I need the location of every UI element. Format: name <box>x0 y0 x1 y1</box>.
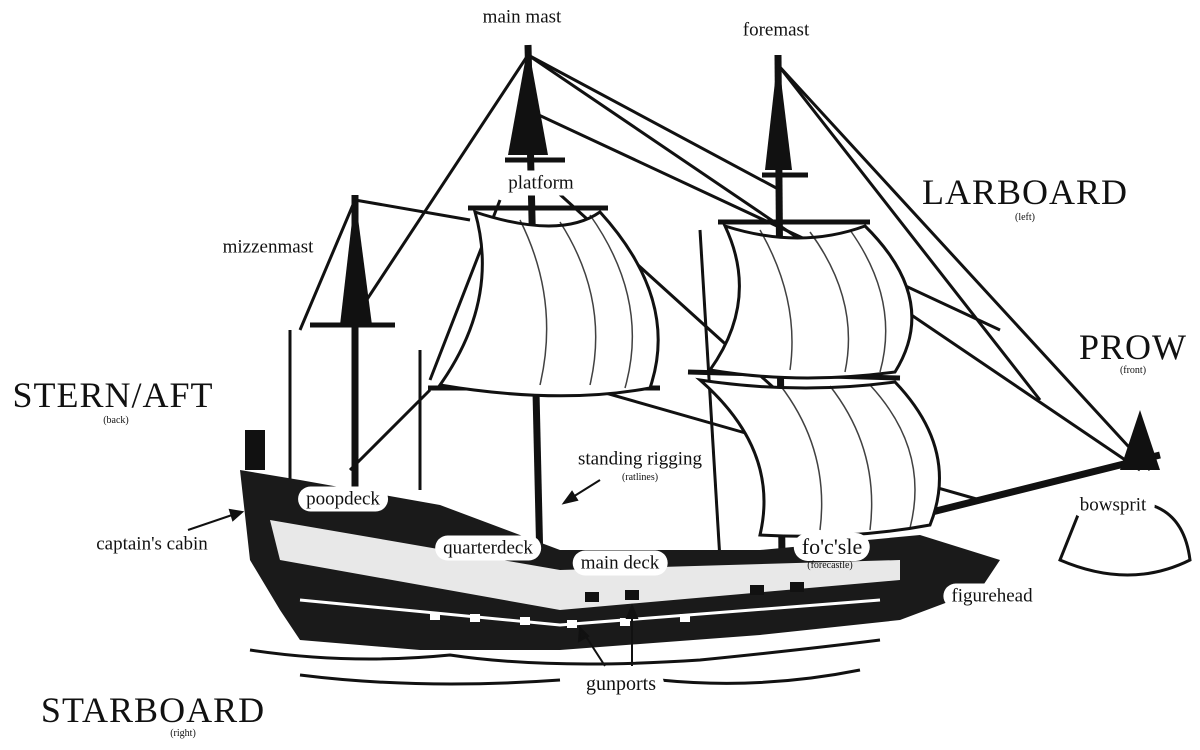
label-stern-note: (back) <box>103 415 129 426</box>
label-standing-rigging: standing rigging <box>577 448 703 470</box>
sails <box>437 209 1192 577</box>
rigging-lines <box>288 53 1152 561</box>
label-foremast: foremast <box>742 19 810 41</box>
label-stern-aft: STERN/AFT <box>12 375 214 415</box>
label-focsle-note: (forecastle) <box>807 560 853 571</box>
main-topsail <box>437 209 660 398</box>
label-starboard-note: (right) <box>170 728 196 739</box>
label-main-deck: main deck <box>572 550 668 576</box>
label-figurehead: figurehead <box>943 583 1041 609</box>
fore-course <box>695 377 941 538</box>
stern-lantern <box>245 430 265 470</box>
label-prow: PROW <box>1078 327 1188 367</box>
label-starboard: STARBOARD <box>40 690 266 730</box>
fore-topsail <box>707 223 914 380</box>
label-focsle: fo'c'sle <box>793 533 871 561</box>
label-prow-note: (front) <box>1119 365 1147 376</box>
label-quarterdeck: quarterdeck <box>435 535 541 561</box>
water <box>249 638 881 686</box>
label-larboard-note: (left) <box>1015 212 1035 223</box>
label-captains-cabin: captain's cabin <box>96 533 208 555</box>
bowsprit-spar <box>899 451 1161 524</box>
label-standing-rigging-note: (ratlines) <box>621 472 659 483</box>
sail-shading <box>519 214 916 531</box>
label-bowsprit: bowsprit <box>1071 492 1155 518</box>
arrows <box>187 479 639 667</box>
label-main-mast: main mast <box>482 6 562 28</box>
label-mizzenmast: mizzenmast <box>222 236 314 258</box>
label-poopdeck: poopdeck <box>298 486 388 512</box>
label-platform: platform <box>500 170 582 196</box>
crow-nests <box>340 45 1160 470</box>
label-gunports: gunports <box>578 671 664 697</box>
label-larboard: LARBOARD <box>921 172 1129 212</box>
